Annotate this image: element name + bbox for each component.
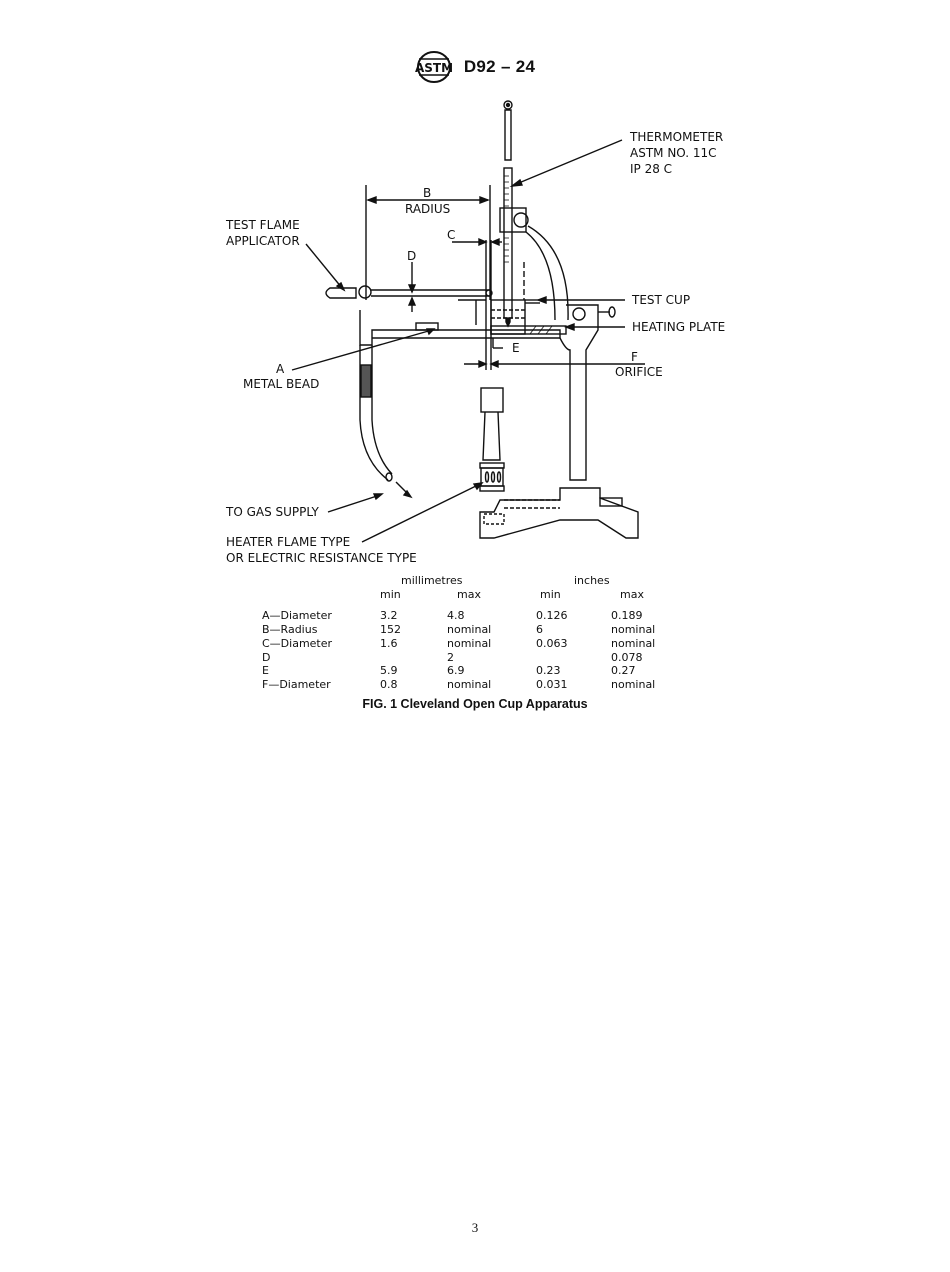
mm-max: 2 <box>447 651 454 664</box>
mm-min: 152 <box>380 623 401 636</box>
dimension-b-label: B <box>423 186 432 200</box>
in-min: 0.031 <box>536 678 568 691</box>
in-min: 0.063 <box>536 637 568 650</box>
dimension-f-label: F <box>631 350 638 364</box>
column-group-inches: inches <box>574 574 610 587</box>
mm-max: nominal <box>447 637 492 650</box>
in-min: 0.23 <box>536 664 561 677</box>
dimension-c-label: C <box>447 228 456 242</box>
mm-min: 0.8 <box>380 678 398 691</box>
column-header-in-max: max <box>620 588 644 601</box>
mm-max: 4.8 <box>447 609 465 622</box>
figure-caption: FIG. 1 Cleveland Open Cup Apparatus <box>362 697 588 711</box>
dimension-a-label: A <box>276 362 285 376</box>
row-label: C—Diameter <box>262 637 333 650</box>
mm-max: 6.9 <box>447 664 465 677</box>
svg-text:ASTM: ASTM <box>415 61 453 75</box>
astm-logo-icon: ASTM <box>415 51 453 83</box>
test-flame-label-line1: TEST FLAME <box>226 218 300 232</box>
dimension-d-label: D <box>407 249 417 263</box>
mm-min: 1.6 <box>380 637 398 650</box>
row-label: E <box>262 664 269 677</box>
apparatus-diagram <box>291 100 645 543</box>
mm-max: nominal <box>447 678 492 691</box>
metal-bead-label: METAL BEAD <box>243 377 320 391</box>
mm-max: nominal <box>447 623 492 636</box>
row-label: F—Diameter <box>262 678 331 691</box>
test-cup-label: TEST CUP <box>632 293 691 307</box>
thermometer-label-line3: IP 28 C <box>630 162 673 176</box>
thermometer-label-line1: THERMOMETER <box>630 130 724 144</box>
mm-min: 3.2 <box>380 609 398 622</box>
in-max: 0.078 <box>611 651 643 664</box>
in-max: nominal <box>611 623 656 636</box>
thermometer-label-line2: ASTM NO. 11C <box>630 146 717 160</box>
column-group-millimetres: millimetres <box>401 574 463 587</box>
gas-supply-label: TO GAS SUPPLY <box>226 505 319 519</box>
orifice-label: ORIFICE <box>615 365 663 379</box>
row-label: A—Diameter <box>262 609 332 622</box>
row-label: D <box>262 651 271 664</box>
dimension-e-label: E <box>512 341 520 355</box>
mm-min: 5.9 <box>380 664 398 677</box>
in-max: nominal <box>611 637 656 650</box>
column-header-mm-min: min <box>380 588 401 601</box>
column-header-mm-max: max <box>457 588 481 601</box>
row-label: B—Radius <box>262 623 318 636</box>
heating-plate-label: HEATING PLATE <box>632 320 726 334</box>
in-min: 0.126 <box>536 609 568 622</box>
in-max: 0.27 <box>611 664 636 677</box>
in-min: 6 <box>536 623 543 636</box>
in-max: 0.189 <box>611 609 643 622</box>
column-header-in-min: min <box>540 588 561 601</box>
test-flame-label-line2: APPLICATOR <box>226 234 300 248</box>
heater-label-line1: HEATER FLAME TYPE <box>226 535 351 549</box>
heater-label-line2: OR ELECTRIC RESISTANCE TYPE <box>226 551 417 565</box>
in-max: nominal <box>611 678 656 691</box>
radius-label: RADIUS <box>405 202 451 216</box>
page-number: 3 <box>471 1220 479 1235</box>
page-header: ASTM D92 – 24 <box>0 50 950 84</box>
document-designation: D92 – 24 <box>463 57 536 76</box>
